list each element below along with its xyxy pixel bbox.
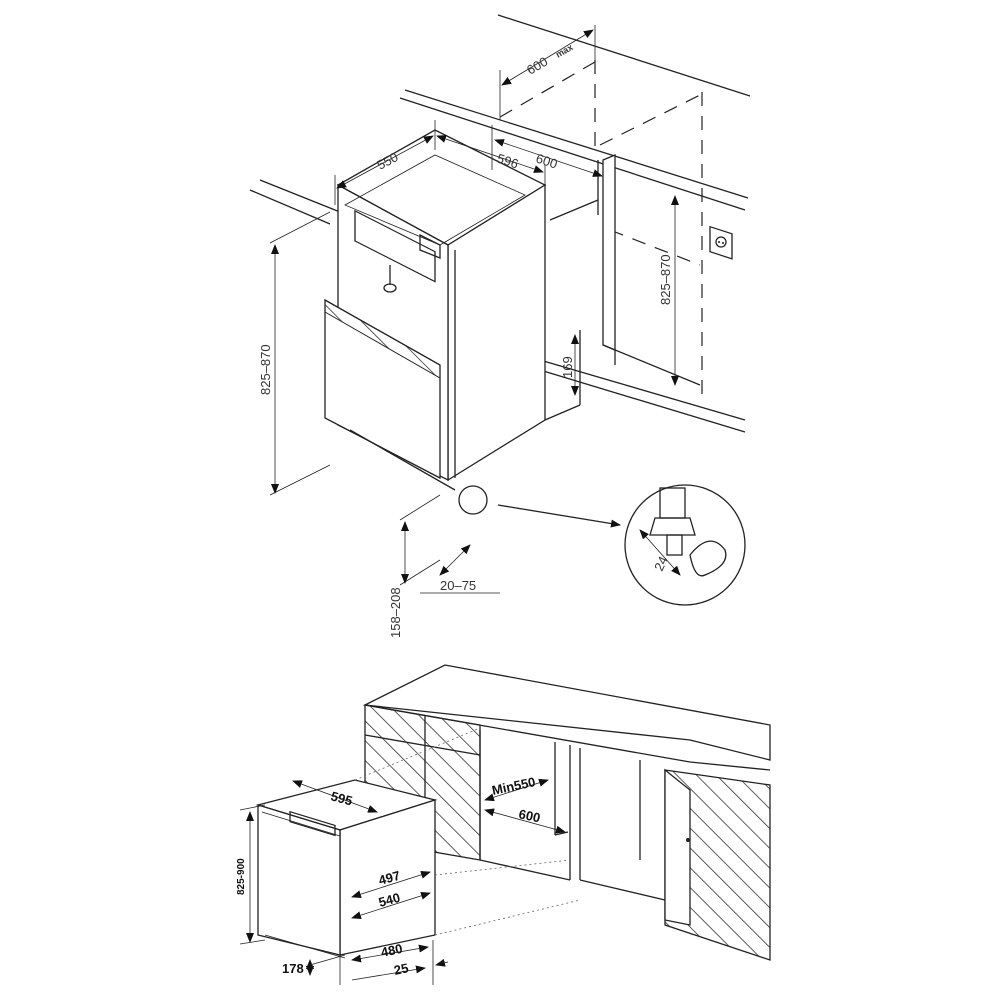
appliance-body — [324, 129, 547, 491]
dim-plinth: 169 — [560, 356, 575, 378]
side-cabinet — [544, 154, 701, 421]
dim-178: 178 — [282, 961, 304, 976]
dim-height: 825-900 — [236, 858, 247, 895]
dim-min-depth: Min550 — [491, 774, 537, 798]
open-door — [664, 768, 691, 926]
worktop-bottom — [362, 664, 771, 761]
dim-foot-height: 158–208 — [388, 587, 403, 638]
dim-480: 480 — [380, 941, 404, 960]
dim-497: 497 — [377, 868, 402, 888]
dim-wrench: 24 — [651, 554, 671, 573]
foot-marker — [458, 485, 488, 515]
top-installation-view: 24 600 max 550 596 600 825–870 825–870 — [249, 14, 751, 638]
dim-niche-width: 600 — [534, 151, 559, 172]
dim-niche-depth: 600 — [517, 806, 541, 825]
dim-25: 25 — [393, 960, 410, 978]
niche-outline — [499, 60, 703, 400]
foot-detail-circle: 24 — [624, 484, 746, 606]
bottom-dimensions: 595 Min550 600 497 540 480 25 178 825-90… — [236, 774, 566, 985]
door-gasket — [324, 299, 441, 379]
niche — [479, 730, 691, 926]
dim-height-left: 825–870 — [258, 344, 273, 395]
dim-depth-max: 600 — [524, 54, 550, 78]
bottom-installation-view: 595 Min550 600 497 540 480 25 178 825-90… — [236, 664, 771, 985]
dim-width: 595 — [329, 788, 354, 808]
power-socket-icon — [709, 225, 733, 260]
dim-max-suffix: max — [554, 42, 575, 60]
dim-540: 540 — [377, 890, 402, 910]
dim-height-right: 825–870 — [658, 254, 673, 305]
dim-appliance-width: 596 — [495, 151, 520, 172]
dim-foot-adjust: 20–75 — [440, 578, 476, 593]
